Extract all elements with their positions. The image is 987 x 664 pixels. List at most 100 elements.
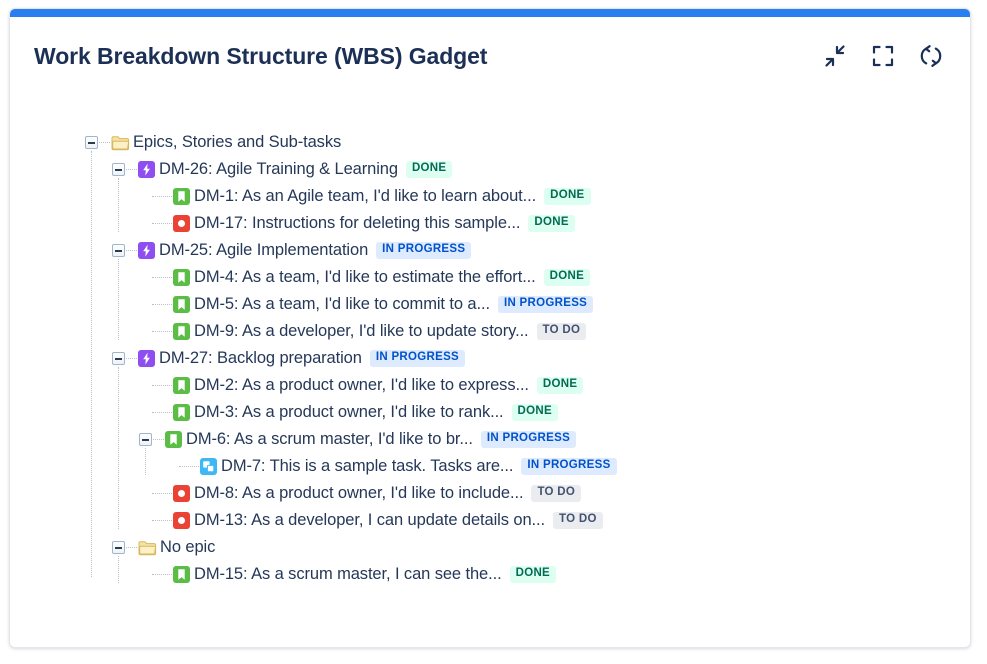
status-badge: DONE bbox=[511, 404, 558, 421]
tree-connector bbox=[152, 492, 172, 495]
collapse-toggle[interactable] bbox=[112, 352, 125, 365]
folder-icon bbox=[111, 135, 130, 151]
collapse-toggle[interactable] bbox=[85, 136, 98, 149]
tree-connector bbox=[152, 303, 172, 306]
row-indent bbox=[10, 331, 139, 332]
tree-row[interactable]: DM-13: As a developer, I can update deta… bbox=[10, 507, 970, 534]
tree-row-label: No epic bbox=[160, 538, 216, 556]
epic-icon bbox=[138, 350, 155, 367]
story-icon bbox=[173, 296, 190, 313]
bug-icon bbox=[173, 512, 190, 529]
tree-row-label: DM-3: As a product owner, I'd like to ra… bbox=[194, 403, 504, 421]
status-badge: IN PROGRESS bbox=[521, 458, 617, 475]
story-icon bbox=[173, 188, 190, 205]
tree-row[interactable]: DM-9: As a developer, I'd like to update… bbox=[10, 318, 970, 345]
wbs-gadget-card: Work Breakdown Structure (WBS) Gadget bbox=[9, 8, 971, 648]
row-indent bbox=[10, 304, 139, 305]
tree-row-label: DM-5: As a team, I'd like to commit to a… bbox=[194, 295, 490, 313]
tree-row-label: DM-26: Agile Training & Learning bbox=[159, 160, 398, 178]
story-icon bbox=[173, 323, 190, 340]
status-badge: IN PROGRESS bbox=[497, 296, 594, 313]
folder-icon bbox=[138, 540, 157, 556]
tree-connector bbox=[126, 546, 137, 549]
tree-row-label: DM-4: As a team, I'd like to estimate th… bbox=[194, 268, 536, 286]
bug-icon bbox=[173, 215, 190, 232]
tree-connector bbox=[152, 276, 172, 279]
tree-connector bbox=[152, 573, 172, 576]
tree-connector bbox=[126, 168, 137, 171]
tree-row-label: DM-1: As an Agile team, I'd like to lear… bbox=[194, 187, 537, 205]
story-icon bbox=[173, 566, 190, 583]
tree-row-label: DM-13: As a developer, I can update deta… bbox=[194, 511, 545, 529]
tree-row[interactable]: DM-17: Instructions for deleting this sa… bbox=[10, 210, 970, 237]
tree-row-label: DM-7: This is a sample task. Tasks are..… bbox=[221, 457, 514, 475]
toggle-placeholder bbox=[139, 568, 152, 581]
tree-row[interactable]: No epic bbox=[10, 534, 970, 561]
toggle-placeholder bbox=[139, 298, 152, 311]
tree-connector bbox=[179, 465, 199, 468]
collapse-toggle[interactable] bbox=[112, 163, 125, 176]
tree-connector bbox=[99, 141, 110, 144]
tree-row[interactable]: DM-7: This is a sample task. Tasks are..… bbox=[10, 453, 970, 480]
status-badge: TO DO bbox=[536, 323, 587, 340]
tree-guide-line bbox=[118, 178, 119, 232]
story-icon bbox=[173, 404, 190, 421]
row-indent bbox=[10, 547, 112, 548]
toggle-placeholder bbox=[139, 325, 152, 338]
epic-icon bbox=[138, 242, 155, 259]
story-icon bbox=[165, 431, 182, 448]
tree-row-label: DM-2: As a product owner, I'd like to ex… bbox=[194, 376, 529, 394]
tree-guide-line bbox=[118, 259, 119, 340]
row-indent bbox=[10, 574, 139, 575]
row-indent bbox=[10, 493, 139, 494]
row-indent bbox=[10, 223, 139, 224]
tree-row[interactable]: DM-4: As a team, I'd like to estimate th… bbox=[10, 264, 970, 291]
tree-row[interactable]: DM-3: As a product owner, I'd like to ra… bbox=[10, 399, 970, 426]
page-title: Work Breakdown Structure (WBS) Gadget bbox=[34, 42, 488, 69]
row-indent bbox=[10, 385, 139, 386]
refresh-icon[interactable] bbox=[918, 43, 944, 69]
epic-icon bbox=[138, 161, 155, 178]
row-indent bbox=[10, 277, 139, 278]
status-badge: TO DO bbox=[553, 512, 603, 529]
story-icon bbox=[173, 269, 190, 286]
status-badge: DONE bbox=[509, 566, 557, 583]
collapse-toggle[interactable] bbox=[112, 244, 125, 257]
row-indent bbox=[10, 142, 85, 143]
tree-guide-line bbox=[118, 556, 119, 583]
tree-row-label: DM-17: Instructions for deleting this sa… bbox=[194, 214, 521, 232]
tree-row-label: DM-8: As a product owner, I'd like to in… bbox=[194, 484, 524, 502]
header-actions bbox=[822, 43, 944, 69]
tree-connector bbox=[152, 222, 172, 225]
toggle-placeholder bbox=[139, 217, 152, 230]
tree-row[interactable]: DM-5: As a team, I'd like to commit to a… bbox=[10, 291, 970, 318]
tree-row[interactable]: DM-15: As a scrum master, I can see the.… bbox=[10, 561, 970, 588]
row-indent bbox=[10, 412, 139, 413]
row-indent bbox=[10, 439, 139, 440]
tree-row[interactable]: DM-6: As a scrum master, I'd like to br.… bbox=[10, 426, 970, 453]
status-badge: TO DO bbox=[531, 485, 582, 502]
tree-row[interactable]: DM-2: As a product owner, I'd like to ex… bbox=[10, 372, 970, 399]
tree-row-label: DM-27: Backlog preparation bbox=[159, 349, 362, 367]
tree-row[interactable]: DM-1: As an Agile team, I'd like to lear… bbox=[10, 183, 970, 210]
tree-row[interactable]: DM-8: As a product owner, I'd like to in… bbox=[10, 480, 970, 507]
status-badge: DONE bbox=[536, 377, 584, 394]
tree-connector bbox=[126, 357, 137, 360]
tree-row-label: DM-6: As a scrum master, I'd like to br.… bbox=[186, 430, 473, 448]
row-indent bbox=[10, 169, 112, 170]
tree-row-label: DM-25: Agile Implementation bbox=[159, 241, 369, 259]
bug-icon bbox=[173, 485, 190, 502]
collapse-icon[interactable] bbox=[822, 43, 848, 69]
collapse-toggle[interactable] bbox=[139, 433, 152, 446]
row-indent bbox=[10, 358, 112, 359]
tree-row[interactable]: Epics, Stories and Sub-tasks bbox=[10, 129, 970, 156]
tree-connector bbox=[152, 384, 172, 387]
fullscreen-icon[interactable] bbox=[870, 43, 896, 69]
collapse-toggle[interactable] bbox=[112, 541, 125, 554]
status-badge: IN PROGRESS bbox=[480, 431, 577, 448]
row-indent bbox=[10, 196, 139, 197]
